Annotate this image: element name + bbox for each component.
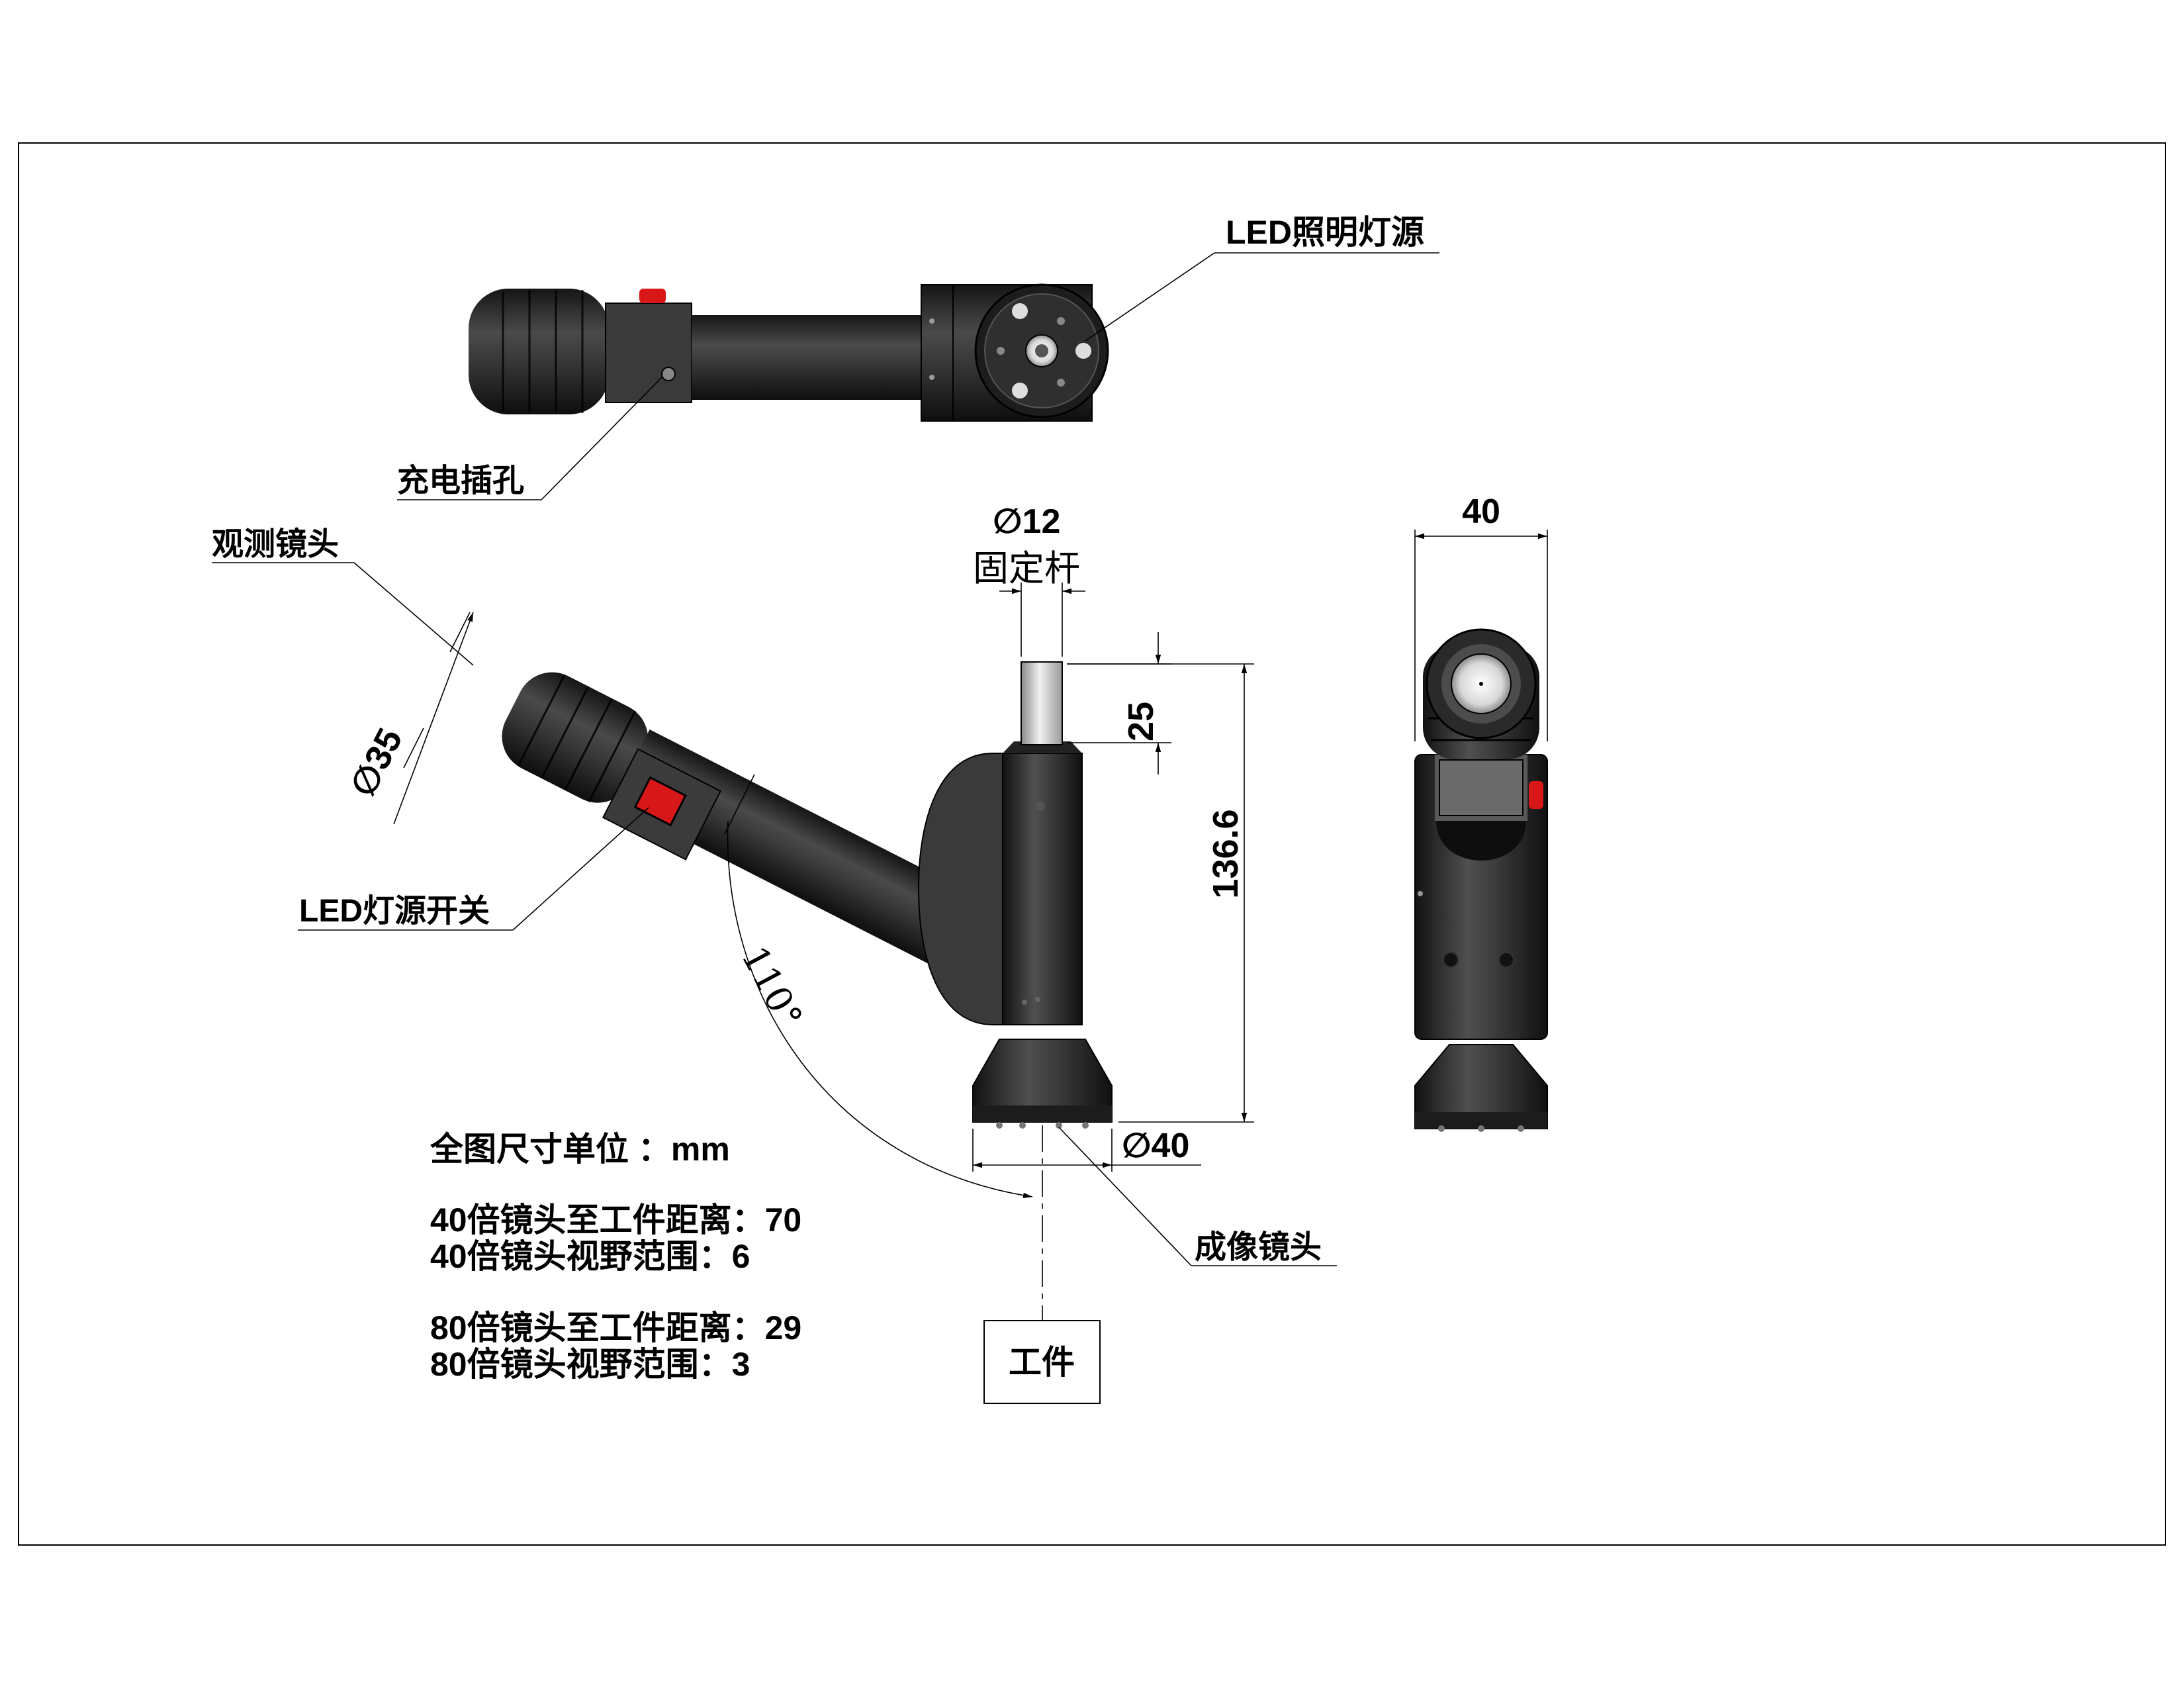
note-40x-distance: 40倍镜头至工件距离：70 [430, 1201, 801, 1239]
note-40x-fov: 40倍镜头视野范围：6 [430, 1238, 750, 1275]
total-height-dim: 136.6 [1206, 809, 1246, 898]
workpiece-label: 工件 [1009, 1344, 1075, 1381]
sheet-border [18, 142, 2166, 1546]
imaging-lens-label: 成像镜头 [1195, 1230, 1322, 1265]
angle-dim: 110° [733, 939, 811, 1035]
unit-note: 全图尺寸单位 ：mm [430, 1131, 730, 1168]
led-switch-label: LED灯源开关 [299, 894, 490, 929]
led-switch-button [633, 776, 687, 827]
front-view-device [502, 661, 1113, 1129]
observation-lens-label: 观测镜头 [212, 527, 339, 562]
fixing-rod-shape [1021, 661, 1063, 745]
rod-diameter-dim: ∅12 [993, 502, 1060, 541]
side-width-dim: 40 [1462, 492, 1500, 531]
angle-arc [727, 820, 1033, 1198]
workpiece-box [983, 1320, 1101, 1404]
rod-length-dim: 25 [1121, 702, 1161, 741]
right-view-device [1414, 628, 1548, 1132]
note-80x-distance: 80倍镜头至工件距离：29 [430, 1309, 801, 1346]
top-view-device [469, 283, 1109, 422]
led-light-source-label: LED照明灯源 [1226, 214, 1424, 251]
fixing-rod-label: 固定杆 [973, 547, 1080, 589]
note-80x-fov: 80倍镜头视野范围：3 [430, 1346, 750, 1383]
charging-port-label: 充电插孔 [397, 463, 524, 498]
base-diameter-dim: ∅40 [1122, 1127, 1189, 1165]
lens-diameter-dim: ∅35 [343, 722, 410, 803]
